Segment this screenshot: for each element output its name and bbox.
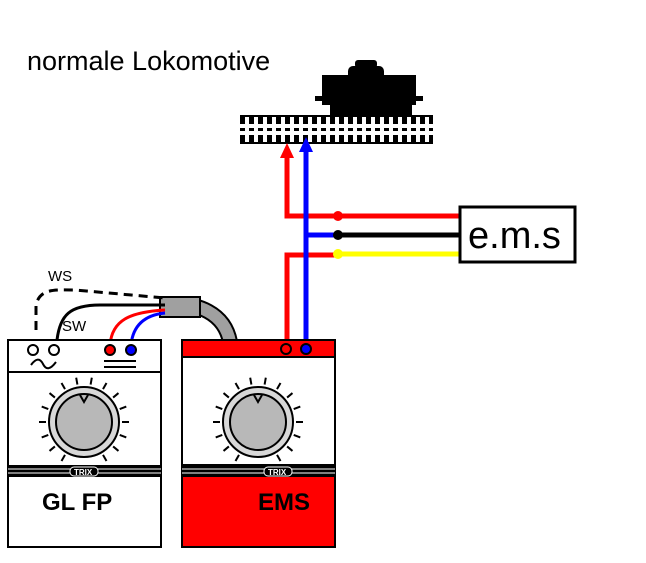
ws-label: WS: [48, 268, 72, 285]
track: [240, 115, 433, 144]
track-tie: [425, 117, 429, 142]
diagram-title: normale Lokomotive: [27, 46, 270, 76]
knob-tick: [119, 405, 127, 410]
track-tie: [416, 117, 420, 142]
knob-tick: [112, 445, 120, 452]
track-tie: [371, 117, 375, 142]
track-tie: [317, 117, 321, 142]
track-tie: [335, 117, 339, 142]
ems-box: e.m.s: [458, 205, 577, 264]
red-terminal: [104, 344, 116, 356]
track-tie: [245, 117, 249, 142]
knob-tick: [75, 377, 79, 385]
knob-tick: [234, 382, 240, 390]
track-tie: [254, 117, 258, 142]
blue-arrow-icon: [299, 137, 313, 152]
track-tie: [407, 117, 411, 142]
track-tie: [326, 117, 330, 142]
track-tie: [272, 117, 276, 142]
knob-tick: [222, 392, 230, 399]
knob-tick: [48, 392, 56, 399]
knob-tick: [215, 434, 223, 439]
controller-gl-fp: TRIX GL FP: [7, 339, 162, 548]
yellow-junction-dot: [333, 249, 343, 259]
knob-tick: [263, 377, 267, 385]
knob-tick: [119, 434, 127, 439]
knob-tick: [222, 445, 230, 452]
blue-terminal: [125, 344, 137, 356]
blue-track-wire: [303, 150, 338, 340]
knob-tick: [276, 454, 282, 462]
ems-speed-knob[interactable]: [213, 377, 303, 462]
sw-label: SW: [62, 318, 87, 335]
knob-tick: [249, 377, 253, 385]
track-tie: [263, 117, 267, 142]
track-tie: [389, 117, 393, 142]
track-tie: [398, 117, 402, 142]
red-controller-wire: [108, 308, 166, 346]
red-track-wire: [284, 157, 340, 340]
ems-box-label: e.m.s: [468, 215, 561, 257]
knob-tick: [293, 434, 301, 439]
knob-tick: [286, 445, 294, 452]
cable-bundle: [159, 296, 238, 345]
knob-tick: [276, 382, 282, 390]
locomotive-icon: [315, 60, 423, 115]
knob-tick: [112, 392, 120, 399]
knob-tick: [41, 405, 49, 410]
ems-blue-terminal: [300, 343, 312, 355]
knob-tick: [286, 392, 294, 399]
track-tie: [308, 117, 312, 142]
knob-tick: [234, 454, 240, 462]
knob-tick: [41, 434, 49, 439]
knob-tick: [293, 405, 301, 410]
knob-tick: [215, 405, 223, 410]
track-tie: [362, 117, 366, 142]
speed-knob[interactable]: [39, 377, 129, 462]
controller-ems: TRIX EMS: [181, 339, 336, 548]
knob-tick: [102, 454, 108, 462]
knob-tick: [48, 445, 56, 452]
track-tie: [380, 117, 384, 142]
controller-label-gl-fp: GL FP: [42, 489, 112, 516]
track-tie: [299, 117, 303, 142]
trix-logo: TRIX: [74, 468, 93, 477]
knob-tick: [89, 377, 93, 385]
track-tie: [290, 117, 294, 142]
knob-tick: [102, 382, 108, 390]
ws-wire: [34, 288, 166, 330]
sw-wire: [55, 303, 165, 341]
knob-tick: [60, 454, 66, 462]
ems-trix-logo: TRIX: [268, 468, 287, 477]
black-junction-dot: [333, 230, 343, 240]
track-tie: [353, 117, 357, 142]
red-arrow-icon: [280, 143, 294, 158]
knob-tick: [60, 382, 66, 390]
track-tie: [344, 117, 348, 142]
track-tie: [281, 117, 285, 142]
ems-black-terminal: [280, 343, 292, 355]
ac-icon: [30, 358, 57, 370]
controller-label-ems: EMS: [258, 489, 310, 516]
red-junction-dot: [333, 211, 343, 221]
